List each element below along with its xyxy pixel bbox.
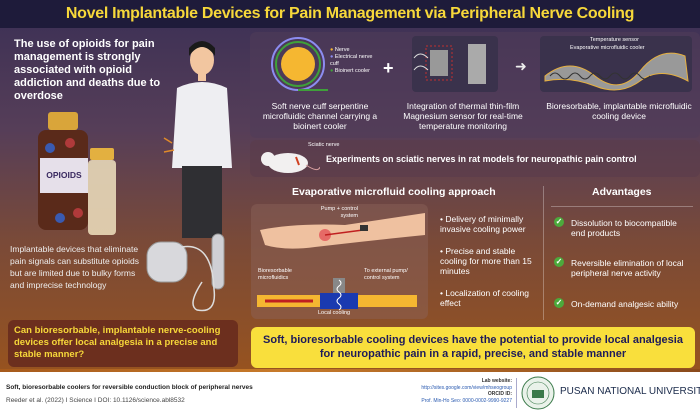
university-seal-logo [521,376,555,410]
approach-bullets: • Delivery of minimally invasive cooling… [440,214,532,308]
divider [516,378,517,408]
caption-nerve-cuff: Soft nerve cuff serpentine microfluidic … [262,101,378,131]
opioid-intro-text: The use of opioids for pain management i… [14,38,161,102]
advantage-item: Dissolution to biocompatible end product… [571,218,677,238]
divider [543,186,544,320]
footer [0,372,700,413]
bullet-item: Delivery of minimally invasive cooling p… [440,214,526,234]
university-name: PUSAN NATIONAL UNIVERSITY [560,386,700,397]
rat-experiment-text: Experiments on sciatic nerves in rat mod… [326,154,637,164]
opioids-bottle-label: OPIOIDS [40,158,88,193]
divider [551,206,693,207]
advantages-title: Advantages [592,186,652,198]
citation: Reeder et al. (2022) I Science I DOI: 10… [6,397,185,404]
arm-cooling-diagram [257,213,425,311]
local-cooling-label: Local cooling [318,310,351,316]
rat-illustration [261,152,320,173]
man-in-pain-illustration [163,41,232,238]
lab-website-link[interactable]: http://sites.google.com/view/mhseogroup [421,384,512,391]
nerve-cuff-legend: ● Nerve ● Electrical nerve cuff ● Bioine… [330,47,373,74]
sciatic-nerve-label: Sciatic nerve [308,142,340,148]
legend-nerve: Nerve [334,47,350,53]
external-pump-label: To external pump/ control system [364,268,408,281]
check-icon: ✓ [554,257,564,267]
footer-stripe [0,369,700,373]
legend-electrical-cuff: Electrical nerve cuff [330,54,373,67]
cooling-device-diagram [540,36,692,92]
opioid-bottle-illustration [38,112,116,235]
bullet-item: Precise and stable cooling for more than… [440,246,532,276]
conclusion-box: Soft, bioresorbable cooling devices have… [251,327,695,368]
lab-website-label: Lab website: [481,378,512,384]
arrow-right-icon: ➜ [515,58,527,74]
bullet-item: Localization of cooling effect [440,288,529,308]
orcid-label: ORCID ID: [487,391,512,397]
research-question-box: Can bioresorbable, implantable nerve-coo… [8,320,238,367]
temperature-sensor-label: Temperature sensor [590,37,639,43]
rat-experiment-panel [250,140,700,177]
caption-cooling-device: Bioresorbable, implantable microfluidic … [546,101,692,121]
pump-control-label: Pump + control system [320,206,358,219]
legend-bioinert-cooler: Bioinert cooler [334,68,371,74]
approach-title: Evaporative microfluid cooling approach [292,186,496,198]
advantage-item: Reversible elimination of local peripher… [571,258,684,278]
nerve-cuff-diagram [271,37,328,91]
contact-info: Lab website: http://sites.google.com/vie… [380,378,512,404]
orcid-id[interactable]: Prof. Min-Ho Seo: 0000-0002-9990-9227 [421,397,512,404]
advantage-item: On-demand analgesic ability [571,299,679,309]
evaporative-cooler-label: Evaporative microfluidic cooler [570,45,645,51]
paper-title: Soft, bioresorbable coolers for reversib… [6,384,253,391]
check-icon: ✓ [554,217,564,227]
page-title: Novel Implantable Devices for Pain Manag… [0,0,700,28]
spinal-cord-stimulator-illustration [146,233,225,312]
check-icon: ✓ [554,298,564,308]
caption-thin-film-sensor: Integration of thermal thin-film Magnesi… [403,101,523,131]
plus-icon: + [383,58,394,78]
thin-film-sensor-diagram [412,36,498,92]
implantable-devices-text: Implantable devices that eliminate pain … [10,244,139,290]
bioresorbable-microfluidics-label: Bioresorbable microfluidics [258,268,292,281]
